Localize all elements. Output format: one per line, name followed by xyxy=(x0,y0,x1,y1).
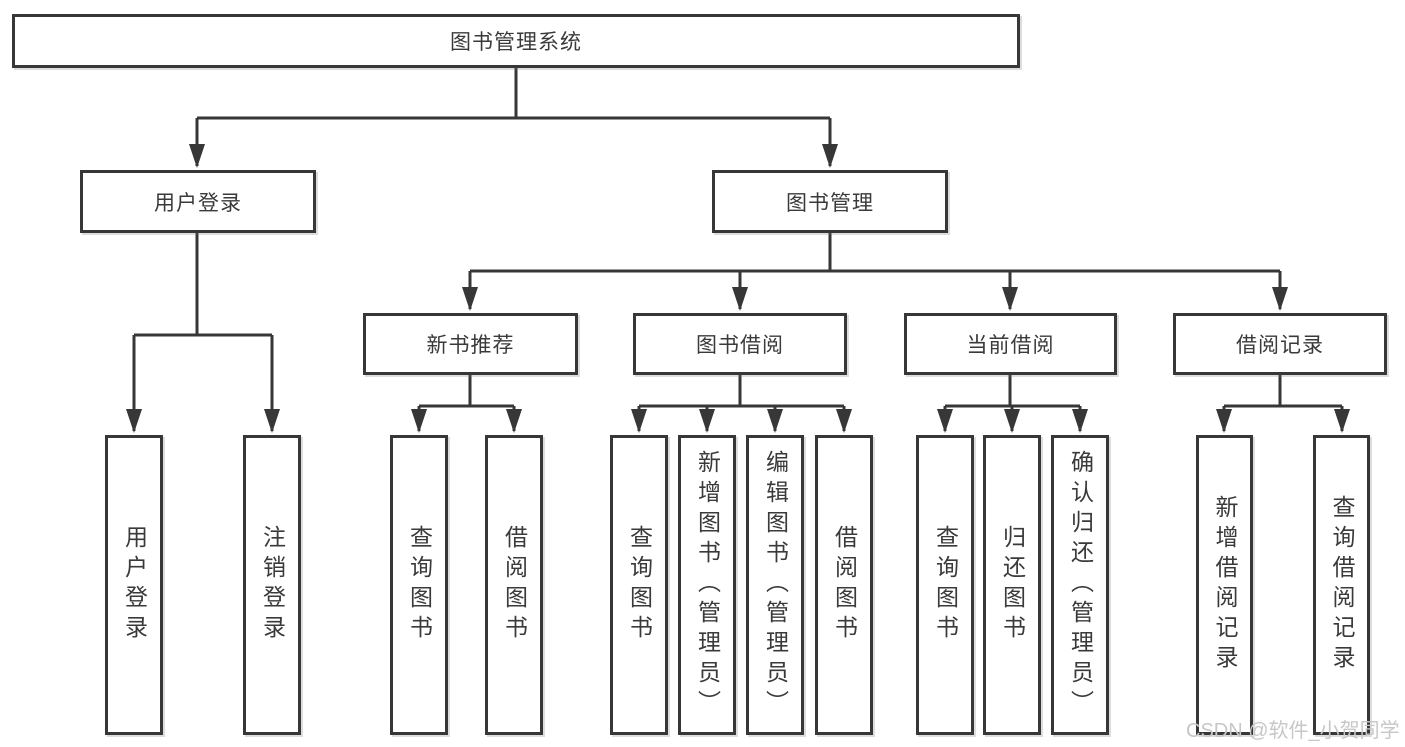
node-br-add-record: 新增借阅记录 xyxy=(1196,435,1253,735)
node-new-book-recommend: 新书推荐 xyxy=(363,313,578,375)
connector-borrow-records-trunk xyxy=(1224,375,1342,408)
connector-book-management-trunk xyxy=(470,233,1280,273)
node-cb-query-books-label: 查询图书 xyxy=(932,525,959,645)
node-cb-query-books: 查询图书 xyxy=(916,435,974,735)
node-bb-borrow-books: 借阅图书 xyxy=(815,435,873,735)
node-user-login-label: 用户登录 xyxy=(154,191,242,215)
node-bb-edit-book-admin-label: 编辑图书（管理员） xyxy=(762,450,789,720)
node-user-login-leaf: 用户登录 xyxy=(105,435,163,735)
node-br-add-record-label: 新增借阅记录 xyxy=(1212,495,1238,675)
node-bb-query-books: 查询图书 xyxy=(610,435,668,735)
node-bb-edit-book-admin: 编辑图书（管理员） xyxy=(746,435,804,735)
node-rec-query-books: 查询图书 xyxy=(390,435,448,735)
node-cb-return-book-label: 归还图书 xyxy=(999,525,1026,645)
node-cb-confirm-return-admin: 确认归还（管理员） xyxy=(1051,435,1109,735)
connector-root-trunk xyxy=(197,68,830,120)
node-book-management: 图书管理 xyxy=(712,170,948,233)
node-borrow-records-label: 借阅记录 xyxy=(1236,334,1324,357)
node-current-borrow-label: 当前借阅 xyxy=(966,334,1055,357)
connector-current-borrow-trunk xyxy=(945,375,1080,408)
node-book-management-label: 图书管理 xyxy=(786,191,874,215)
node-cb-return-book: 归还图书 xyxy=(983,435,1041,735)
node-rec-borrow-books: 借阅图书 xyxy=(485,435,543,735)
node-current-borrow: 当前借阅 xyxy=(904,313,1117,375)
node-new-book-recommend-label: 新书推荐 xyxy=(426,334,515,357)
connector-new-book-recommend-trunk xyxy=(419,375,514,408)
node-rec-query-books-label: 查询图书 xyxy=(406,525,433,645)
node-logout-leaf-label: 注销登录 xyxy=(259,525,286,645)
watermark: CSDN @软件_小贺同学 xyxy=(1186,720,1400,742)
node-rec-borrow-books-label: 借阅图书 xyxy=(501,525,528,645)
node-bb-borrow-books-label: 借阅图书 xyxy=(831,525,858,645)
node-logout-leaf: 注销登录 xyxy=(243,435,301,735)
node-library-system: 图书管理系统 xyxy=(12,14,1020,68)
connector-book-borrow-trunk xyxy=(639,375,844,408)
node-bb-add-book-admin: 新增图书（管理员） xyxy=(678,435,736,735)
node-user-login: 用户登录 xyxy=(80,170,316,233)
node-user-login-leaf-label: 用户登录 xyxy=(121,525,148,645)
node-book-borrow: 图书借阅 xyxy=(633,313,847,375)
node-borrow-records: 借阅记录 xyxy=(1173,313,1387,375)
node-library-system-label: 图书管理系统 xyxy=(450,31,582,54)
node-cb-confirm-return-admin-label: 确认归还（管理员） xyxy=(1067,450,1094,720)
node-br-query-record-label: 查询借阅记录 xyxy=(1329,495,1355,675)
connector-user-login-trunk xyxy=(134,233,272,337)
node-book-borrow-label: 图书借阅 xyxy=(696,334,784,357)
node-br-query-record: 查询借阅记录 xyxy=(1313,435,1370,735)
node-bb-add-book-admin-label: 新增图书（管理员） xyxy=(694,450,721,720)
node-bb-query-books-label: 查询图书 xyxy=(626,525,653,645)
